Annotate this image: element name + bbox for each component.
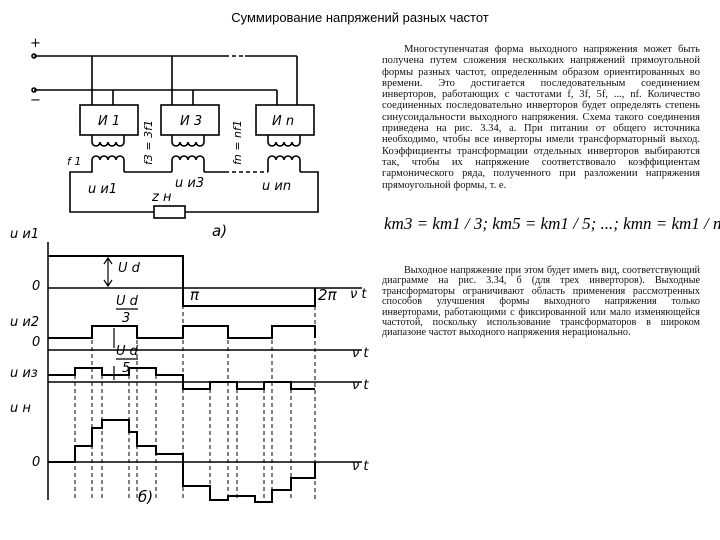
output-wire-right bbox=[185, 171, 319, 213]
waveform-diagram bbox=[47, 242, 362, 503]
transformer-3-primary bbox=[171, 141, 205, 147]
label-ud3-top: U d bbox=[116, 294, 139, 309]
label-u-n: u н bbox=[10, 401, 31, 416]
label-ud5-top: U d bbox=[116, 344, 139, 359]
output-wire-left bbox=[69, 160, 154, 213]
waveform-labels: u и1 u и2 u из u н 0 0 0 U d U d 3 U d 5… bbox=[10, 227, 369, 506]
inverter-1-box bbox=[79, 104, 139, 136]
page-title: Суммирование напряжений разных частот bbox=[231, 10, 489, 25]
label-minus: − bbox=[30, 93, 41, 108]
label-ud3-bottom: 3 bbox=[122, 311, 130, 326]
transformer-1-secondary bbox=[91, 155, 125, 161]
positive-terminal bbox=[31, 53, 37, 59]
label-u1: u и1 bbox=[88, 182, 117, 197]
negative-terminal bbox=[31, 87, 37, 93]
label-omega-t-3: ν t bbox=[352, 378, 369, 393]
label-figure-b: б) bbox=[138, 488, 153, 506]
trace-u1 bbox=[48, 255, 316, 307]
transformer-n-primary bbox=[267, 141, 301, 147]
label-u3: u и3 bbox=[175, 176, 204, 191]
label-inverter-1: И 1 bbox=[98, 114, 120, 129]
label-load: z н bbox=[151, 190, 172, 205]
label-u-i3: u из bbox=[10, 366, 38, 381]
label-ud: U d bbox=[118, 261, 141, 276]
transformer-1-primary bbox=[91, 141, 125, 147]
label-inverter-n: И n bbox=[272, 114, 294, 129]
label-zero-3: 0 bbox=[32, 455, 40, 470]
label-two-pi: 2π bbox=[318, 286, 338, 304]
label-u-i1: u и1 bbox=[10, 227, 39, 242]
label-inverter-3: И 3 bbox=[180, 114, 202, 129]
trace-u2 bbox=[48, 325, 316, 339]
label-plus: + bbox=[30, 36, 41, 51]
label-f3: f3 = 3f1 bbox=[142, 120, 155, 165]
transformer-3-secondary bbox=[171, 155, 205, 161]
label-f1: f 1 bbox=[67, 155, 81, 168]
label-pi: π bbox=[190, 286, 200, 304]
circuit-diagram bbox=[31, 53, 319, 219]
trace-output bbox=[48, 419, 316, 503]
label-zero-2: 0 bbox=[32, 335, 40, 350]
label-figure-a: а) bbox=[212, 222, 227, 240]
label-omega-t-4: ν t bbox=[352, 459, 369, 474]
label-fn: fn = nf1 bbox=[231, 120, 244, 165]
label-zero-1: 0 bbox=[32, 279, 40, 294]
label-ud5-bottom: 5 bbox=[122, 361, 130, 376]
label-u-i2: u и2 bbox=[10, 315, 39, 330]
dashed-guides bbox=[74, 256, 316, 500]
paragraph-2: Выходное напряжение при этом будет иметь… bbox=[382, 265, 700, 339]
inverter-n-box bbox=[255, 104, 315, 136]
label-un: u иn bbox=[262, 179, 291, 194]
circuit-labels: + − И 1 И 3 И n f 1 f3 = 3f1 fn = nf1 u … bbox=[30, 36, 294, 240]
transformation-ratio-formula: kт3 = kт1 / 3; kт5 = kт1 / 5; ...; kтn =… bbox=[384, 214, 720, 233]
label-omega-t-2: ν t bbox=[352, 346, 369, 361]
trace-u3 bbox=[48, 367, 315, 390]
transformer-n-secondary bbox=[267, 155, 301, 161]
load-resistor bbox=[153, 205, 186, 219]
label-omega-t-1: ν t bbox=[350, 287, 367, 302]
paragraph-1: Многоступенчатая форма выходного напряже… bbox=[382, 44, 700, 191]
inverter-3-box bbox=[160, 104, 220, 136]
